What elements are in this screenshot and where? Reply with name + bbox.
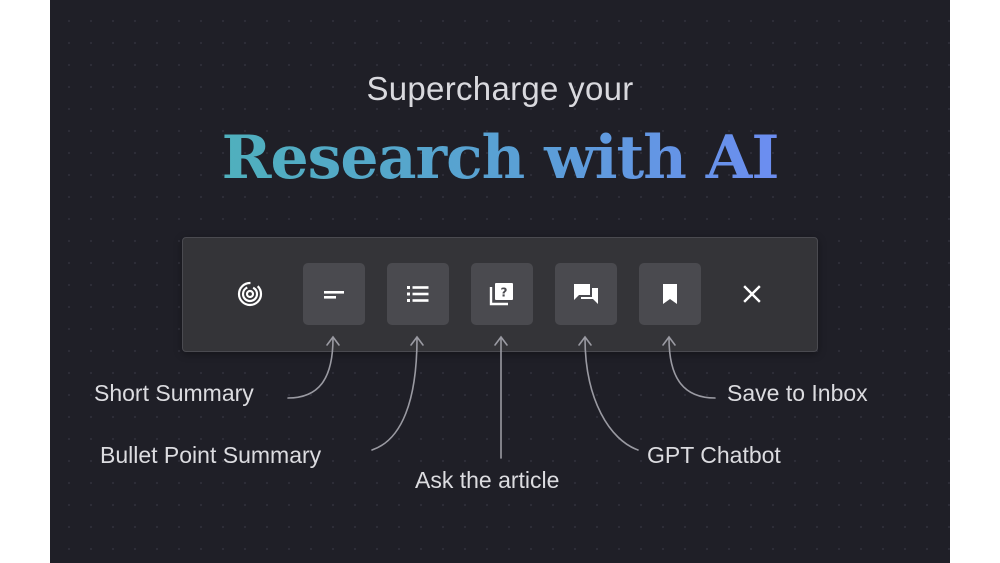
chat-bubbles-icon [574,284,598,304]
ask-article-button[interactable]: ? [471,263,533,325]
gpt-chatbot-button[interactable] [555,263,617,325]
bookmark-icon [663,284,677,304]
short-summary-button[interactable] [303,263,365,325]
hero-headline: Research with AI [50,122,950,194]
bullet-summary-arrowhead [410,335,424,346]
hero-subtitle: Supercharge your [366,70,634,107]
short-summary-arrow [287,337,334,399]
gpt-chatbot-arrow [584,337,639,451]
save-to-inbox-arrowhead [662,335,676,346]
logo-button[interactable] [219,263,281,325]
short-summary-arrowhead [326,335,340,346]
bullet-list-icon [407,286,429,302]
logo-spiral-icon [237,281,263,307]
gpt-chatbot-arrowhead [578,335,592,346]
bullet-summary-arrow [371,337,418,451]
hero-headline-text: Research with AI [221,123,780,193]
ask-article-arrowhead [494,335,508,346]
save-to-inbox-button[interactable] [639,263,701,325]
short-lines-icon [324,291,344,299]
callout-arrows [287,335,716,459]
bullet-summary-button[interactable] [387,263,449,325]
promo-panel: Supercharge your Research with AI [50,0,950,563]
label-ask-the-article: Ask the article [415,467,560,493]
ai-toolbar: ? [182,237,818,352]
close-icon [743,285,761,303]
label-short-summary: Short Summary [94,380,254,406]
svg-text:?: ? [501,286,508,300]
label-save-to-inbox: Save to Inbox [727,380,868,406]
label-gpt-chatbot: GPT Chatbot [647,442,781,468]
save-to-inbox-arrow [668,337,716,399]
label-bullet-point-summary: Bullet Point Summary [100,442,322,468]
close-button[interactable] [721,263,783,325]
question-doc-icon: ? [489,283,513,306]
